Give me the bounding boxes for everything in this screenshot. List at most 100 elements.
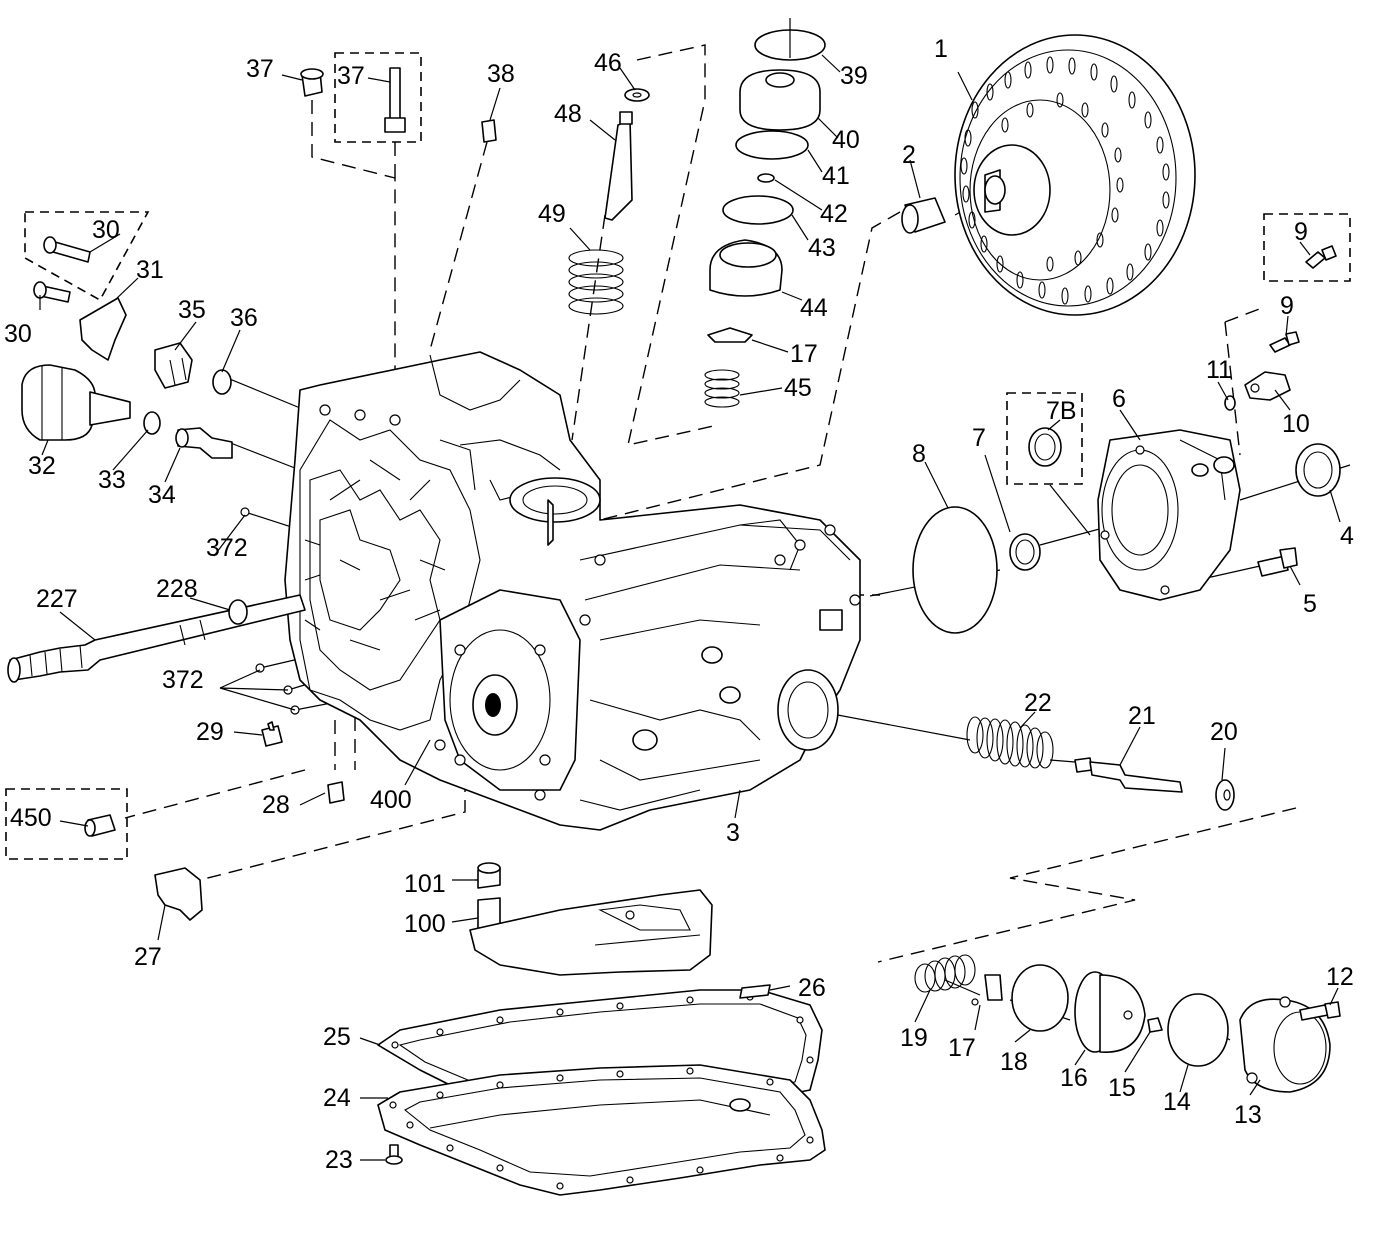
input-gear-plate	[439, 589, 581, 791]
speedometer-drive-32	[21, 364, 131, 441]
clip-15	[1147, 1017, 1163, 1033]
bolt-30	[33, 281, 71, 303]
plug-38	[481, 119, 497, 143]
callout-24: 24	[323, 1084, 351, 1112]
axle-seal	[1295, 443, 1341, 497]
o-ring-41	[735, 130, 809, 160]
callout-11: 11	[1206, 356, 1232, 384]
callout-42: 42	[820, 200, 848, 228]
torque-converter	[954, 34, 1196, 316]
callout-8: 8	[912, 440, 926, 468]
bolt-30-boxed	[43, 236, 91, 263]
callout-40: 40	[832, 126, 860, 154]
plug-37-left	[300, 68, 324, 97]
callout-32: 32	[28, 452, 56, 480]
bolt-5	[1257, 547, 1298, 577]
callout-227: 227	[36, 585, 78, 613]
callout-27: 27	[134, 943, 162, 971]
seal-18	[1011, 964, 1069, 1032]
callout-17-lower: 17	[948, 1034, 976, 1062]
alt-part-box-7b	[1006, 392, 1083, 485]
fitting-450	[84, 814, 116, 837]
check-ball-372-a	[240, 507, 250, 517]
callout-101: 101	[404, 870, 446, 898]
callout-23: 23	[325, 1146, 353, 1174]
bolt-9-lower	[1269, 331, 1300, 353]
callout-10: 10	[1282, 410, 1310, 438]
callout-372-upper: 372	[206, 534, 248, 562]
check-ball-372-b	[255, 663, 265, 673]
washer-20	[1215, 779, 1235, 811]
filter-cover-27	[154, 867, 203, 921]
bolt-12	[1299, 1001, 1341, 1021]
alt-part-box-9	[1263, 213, 1351, 282]
converter-bushing	[901, 197, 946, 234]
callout-49: 49	[538, 200, 566, 228]
o-ring-8	[912, 506, 998, 634]
washer-46	[624, 88, 650, 102]
callout-18: 18	[1000, 1048, 1028, 1076]
callout-44: 44	[800, 294, 828, 322]
callout-21: 21	[1128, 702, 1156, 730]
bolt-9-upper	[1305, 245, 1337, 269]
callout-12: 12	[1326, 963, 1354, 991]
servo-cover-13	[1239, 996, 1331, 1093]
cover-40	[739, 69, 821, 131]
callout-41: 41	[822, 162, 850, 190]
seal-228	[228, 599, 248, 625]
callout-35: 35	[178, 296, 206, 324]
callout-13: 13	[1234, 1101, 1262, 1129]
spring-45	[704, 369, 740, 408]
callout-7: 7	[972, 424, 986, 452]
callout-450: 450	[10, 804, 52, 832]
callout-33: 33	[98, 466, 126, 494]
servo-pin-21	[1074, 757, 1183, 793]
speed-sensor	[1244, 371, 1291, 401]
callout-labels: 1 2 3 4 5 6 7 7B 8 9 9 10 11 12 13 14 15…	[4, 35, 1354, 1174]
callout-30: 30	[4, 320, 32, 348]
spring-49	[568, 249, 624, 315]
callout-29: 29	[196, 718, 224, 746]
plug-28	[327, 781, 345, 804]
callout-228: 228	[156, 575, 198, 603]
fitting-29	[261, 721, 283, 747]
callout-28: 28	[262, 791, 290, 819]
callout-43: 43	[808, 234, 836, 262]
seal-14	[1167, 993, 1229, 1067]
alt-part-box-450	[5, 788, 128, 860]
callout-6: 6	[1112, 385, 1126, 413]
oil-filter-100	[469, 889, 713, 976]
callout-19: 19	[900, 1024, 928, 1052]
oil-pump-cover	[1097, 429, 1241, 601]
sensor-35	[154, 342, 193, 389]
o-ring-33	[143, 411, 161, 435]
callout-5: 5	[1303, 590, 1317, 618]
callout-37-boxed: 37	[337, 62, 365, 90]
callout-20: 20	[1210, 718, 1238, 746]
assembly-lines	[124, 44, 1297, 1120]
callout-372-lower: 372	[162, 666, 204, 694]
clip-17-lower	[971, 974, 1003, 1006]
callout-15: 15	[1108, 1074, 1136, 1102]
alt-part-box-37	[334, 52, 422, 143]
pin-48	[604, 111, 633, 221]
alt-part-box-30	[24, 211, 150, 302]
seal-7	[1009, 533, 1041, 571]
callout-1: 1	[934, 35, 948, 63]
callout-48: 48	[554, 100, 582, 128]
clip-17	[707, 327, 753, 343]
callout-39: 39	[840, 62, 868, 90]
spring-22	[966, 716, 1054, 769]
filter-seal-101	[477, 862, 501, 889]
callout-2: 2	[902, 141, 916, 169]
callout-3: 3	[726, 819, 740, 847]
callout-31: 31	[136, 256, 164, 284]
callout-36: 36	[230, 304, 258, 332]
callout-34: 34	[148, 481, 176, 509]
callout-22: 22	[1024, 689, 1052, 717]
callout-7b: 7B	[1046, 397, 1077, 425]
converter-vent-slots	[960, 56, 1170, 305]
callout-46: 46	[594, 49, 622, 77]
sheet-26	[739, 984, 771, 999]
